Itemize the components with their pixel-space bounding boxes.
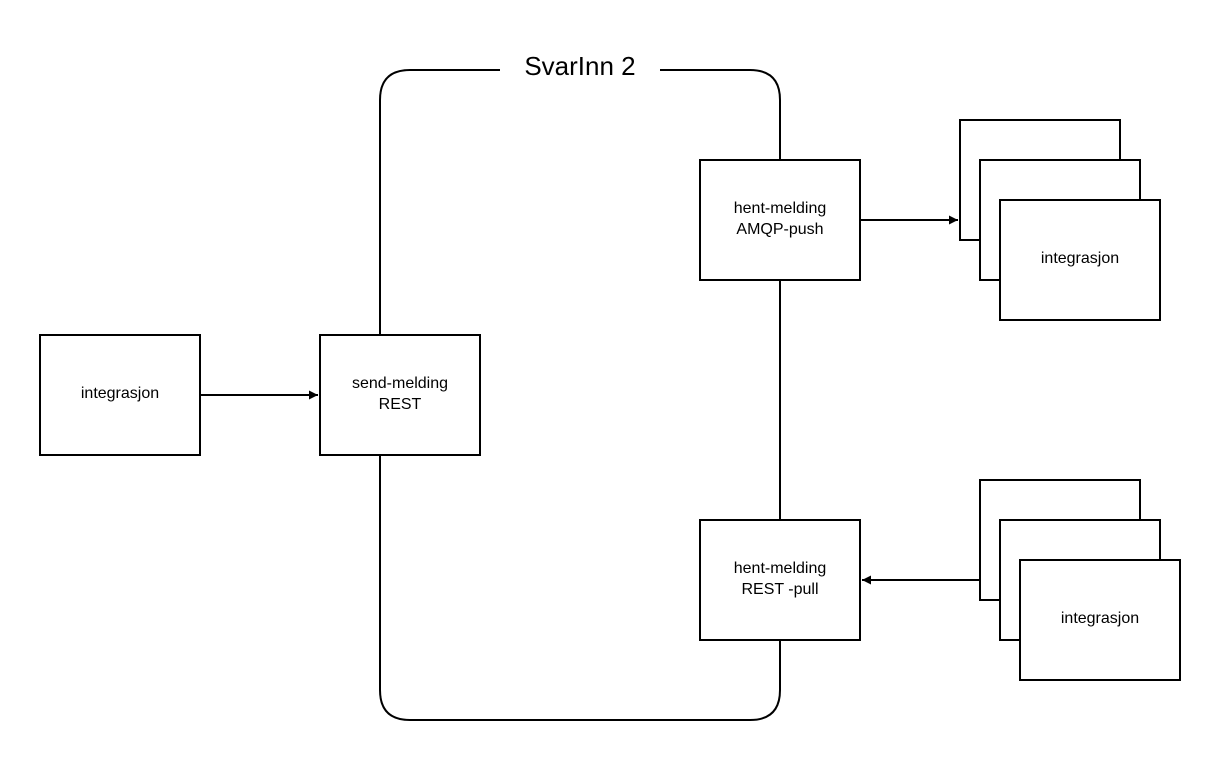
pull-integrations-stack: integrasjon [979,479,1181,681]
pull-integration-label: integrasjon [1061,610,1139,627]
container-title: SvarInn 2 [524,51,635,81]
push-integration-label: integrasjon [1041,250,1119,267]
rest-pull-label-line1: hent-melding [734,560,827,577]
left-integration-node: integrasjon [39,334,201,456]
send-melding-label-line2: REST [379,396,422,413]
send-melding-node: send-melding REST [319,334,481,456]
amqp-push-label-line1: hent-melding [734,200,827,217]
send-melding-label-line1: send-melding [352,375,448,392]
pull-integration-card-front [1019,559,1181,681]
svarinn-container-frame [379,69,781,721]
rest-pull-node: hent-melding REST -pull [699,519,861,641]
rest-pull-label-line2: REST -pull [741,581,818,598]
push-integrations-stack: integrasjon [959,119,1161,321]
amqp-push-node: hent-melding AMQP-push [699,159,861,281]
amqp-push-label-line2: AMQP-push [736,221,823,238]
left-integration-label: integrasjon [81,385,159,402]
push-integration-card-front [999,199,1161,321]
